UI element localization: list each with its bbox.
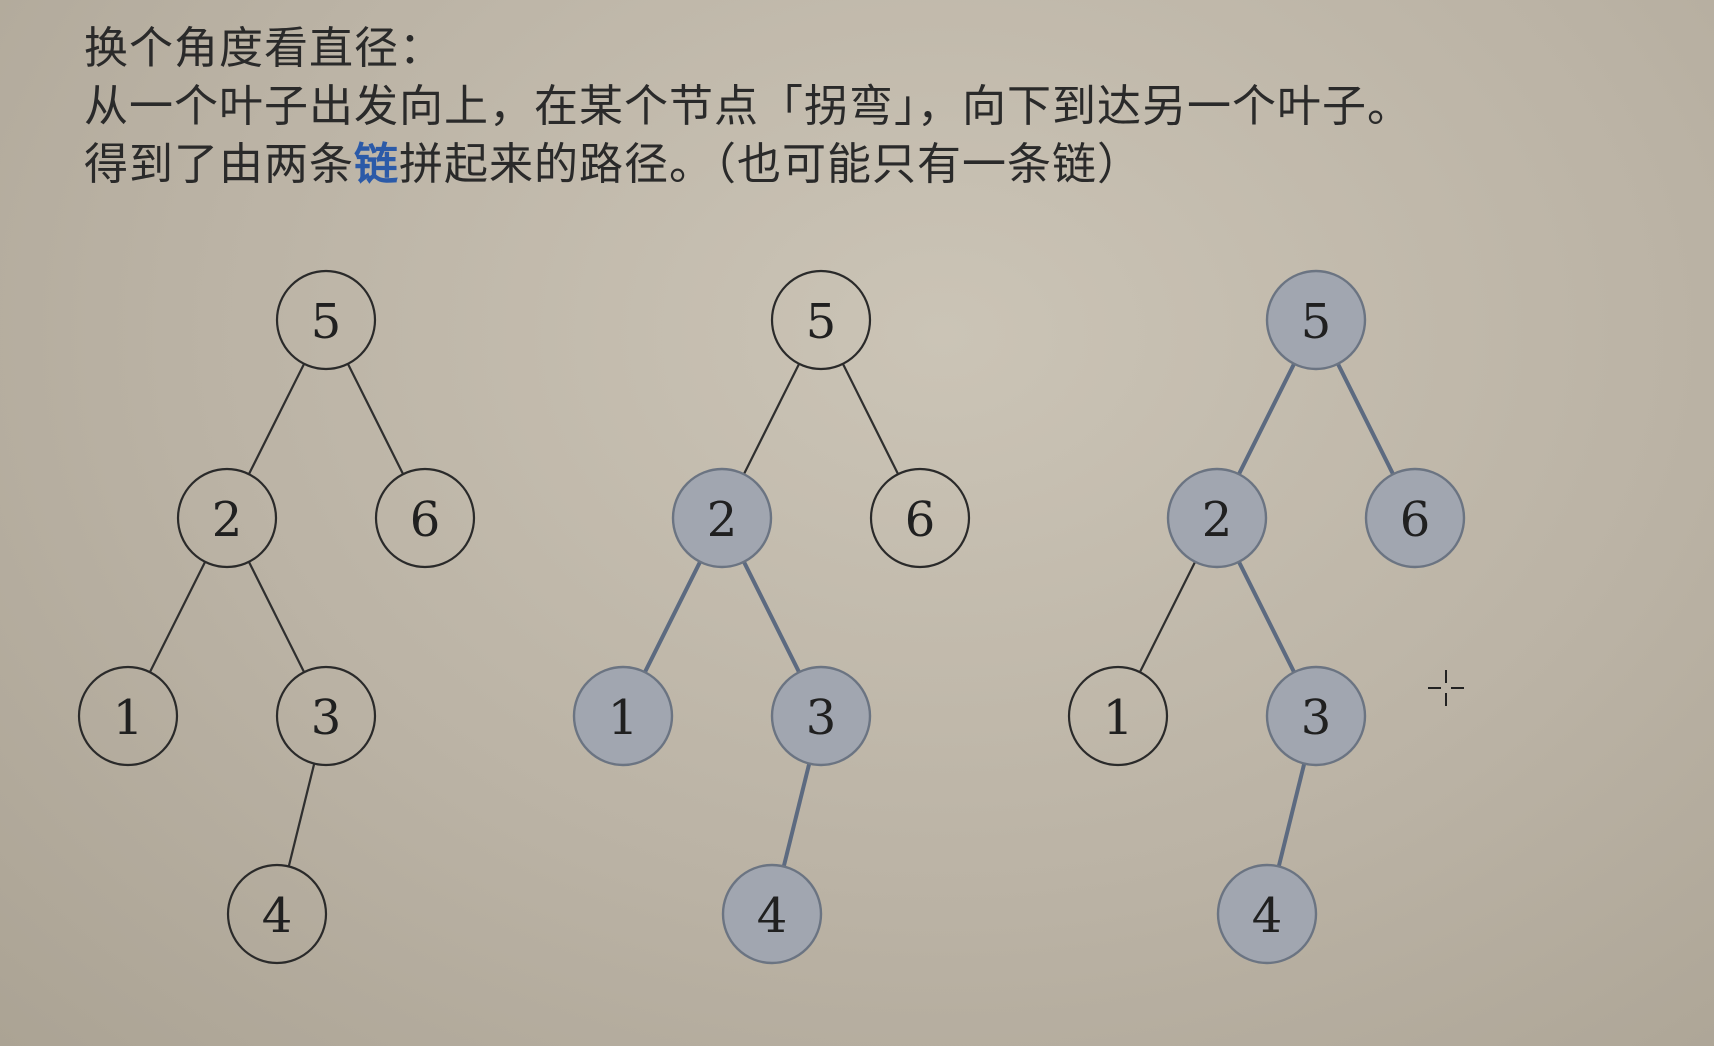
node-label: 6 xyxy=(1400,492,1431,548)
heading-line: 换个角度看直径： xyxy=(84,20,1684,78)
edge-2-1 xyxy=(148,561,207,673)
tree-node-4: 4 xyxy=(226,863,328,965)
node-circle xyxy=(1265,665,1367,767)
node-circle xyxy=(671,467,773,569)
node-label: 3 xyxy=(311,690,342,746)
node-label: 1 xyxy=(608,690,639,746)
tree-node-2: 2 xyxy=(176,467,278,569)
tree-node-4: 4 xyxy=(721,863,823,965)
tree-node-2: 2 xyxy=(1166,467,1268,569)
edge-2-3 xyxy=(742,560,801,674)
edge-5-6 xyxy=(841,363,900,475)
explanation-line: 从一个叶子出发向上，在某个节点「拐弯」，向下到达另一个叶子。 xyxy=(84,78,1684,136)
edge-3-4 xyxy=(287,763,316,867)
tree-node-1: 1 xyxy=(1067,665,1169,767)
node-circle xyxy=(226,863,328,965)
node-circle xyxy=(1216,863,1318,965)
node-circle xyxy=(770,665,872,767)
edge-5-2 xyxy=(1237,362,1296,476)
node-label: 4 xyxy=(757,888,788,944)
edge-5-6 xyxy=(1336,362,1395,476)
node-circle xyxy=(1364,467,1466,569)
edge-5-2 xyxy=(742,363,801,475)
tree-node-5: 5 xyxy=(1265,269,1367,371)
node-circle xyxy=(176,467,278,569)
node-circle xyxy=(770,269,872,371)
edge-5-2 xyxy=(247,363,306,475)
edge-5-6 xyxy=(346,363,405,475)
tree-node-5: 5 xyxy=(770,269,872,371)
tree-chain-path: 5 2 6 1 3 4 xyxy=(572,269,971,965)
node-label: 6 xyxy=(410,492,441,548)
tree-node-4: 4 xyxy=(1216,863,1318,965)
chain-keyword: 链 xyxy=(354,139,399,190)
tree-node-1: 1 xyxy=(572,665,674,767)
edge-3-4 xyxy=(1276,763,1307,867)
edge-2-3 xyxy=(247,561,306,673)
edge-2-3 xyxy=(1237,560,1296,674)
node-circle xyxy=(275,665,377,767)
node-circle xyxy=(1067,665,1169,767)
node-label: 1 xyxy=(113,690,144,746)
node-label: 2 xyxy=(707,492,738,548)
cursor-crosshair-icon xyxy=(1428,670,1464,706)
tree-plain: 5 2 6 1 3 4 xyxy=(77,269,476,965)
edge-2-1 xyxy=(1138,561,1197,673)
tree-node-5: 5 xyxy=(275,269,377,371)
node-label: 2 xyxy=(212,492,243,548)
node-circle xyxy=(77,665,179,767)
tree-node-6: 6 xyxy=(374,467,476,569)
tree-node-6: 6 xyxy=(1364,467,1466,569)
tree-node-2: 2 xyxy=(671,467,773,569)
node-label: 2 xyxy=(1202,492,1233,548)
edge-2-1 xyxy=(643,560,702,674)
edge-3-4 xyxy=(781,763,812,867)
tree-node-1: 1 xyxy=(77,665,179,767)
node-circle xyxy=(869,467,971,569)
node-circle xyxy=(572,665,674,767)
node-circle xyxy=(721,863,823,965)
tree-node-6: 6 xyxy=(869,467,971,569)
node-label: 5 xyxy=(1301,294,1332,350)
explanation-text: 从一个叶子出发向上，在某个节点「拐弯」，向下到达另一个叶子。 xyxy=(84,81,1412,132)
node-label: 4 xyxy=(1252,888,1283,944)
tree-diameter-path: 5 2 6 1 3 4 xyxy=(1067,269,1466,965)
node-label: 3 xyxy=(806,690,837,746)
node-circle xyxy=(374,467,476,569)
node-circle xyxy=(275,269,377,371)
conclusion-text-after: 拼起来的路径。（也可能只有一条链） xyxy=(399,139,1142,190)
tree-node-3: 3 xyxy=(770,665,872,767)
tree-node-3: 3 xyxy=(1265,665,1367,767)
node-circle xyxy=(1166,467,1268,569)
node-label: 6 xyxy=(905,492,936,548)
node-label: 5 xyxy=(311,294,342,350)
node-circle xyxy=(1265,269,1367,371)
node-label: 3 xyxy=(1301,690,1332,746)
conclusion-text-before: 得到了由两条 xyxy=(84,139,354,190)
node-label: 5 xyxy=(806,294,837,350)
node-label: 4 xyxy=(262,888,293,944)
tree-node-3: 3 xyxy=(275,665,377,767)
heading-text: 换个角度看直径： xyxy=(84,23,444,74)
conclusion-line: 得到了由两条链拼起来的路径。（也可能只有一条链） xyxy=(84,136,1684,194)
description-text: 换个角度看直径： 从一个叶子出发向上，在某个节点「拐弯」，向下到达另一个叶子。 … xyxy=(84,20,1684,194)
node-label: 1 xyxy=(1103,690,1134,746)
